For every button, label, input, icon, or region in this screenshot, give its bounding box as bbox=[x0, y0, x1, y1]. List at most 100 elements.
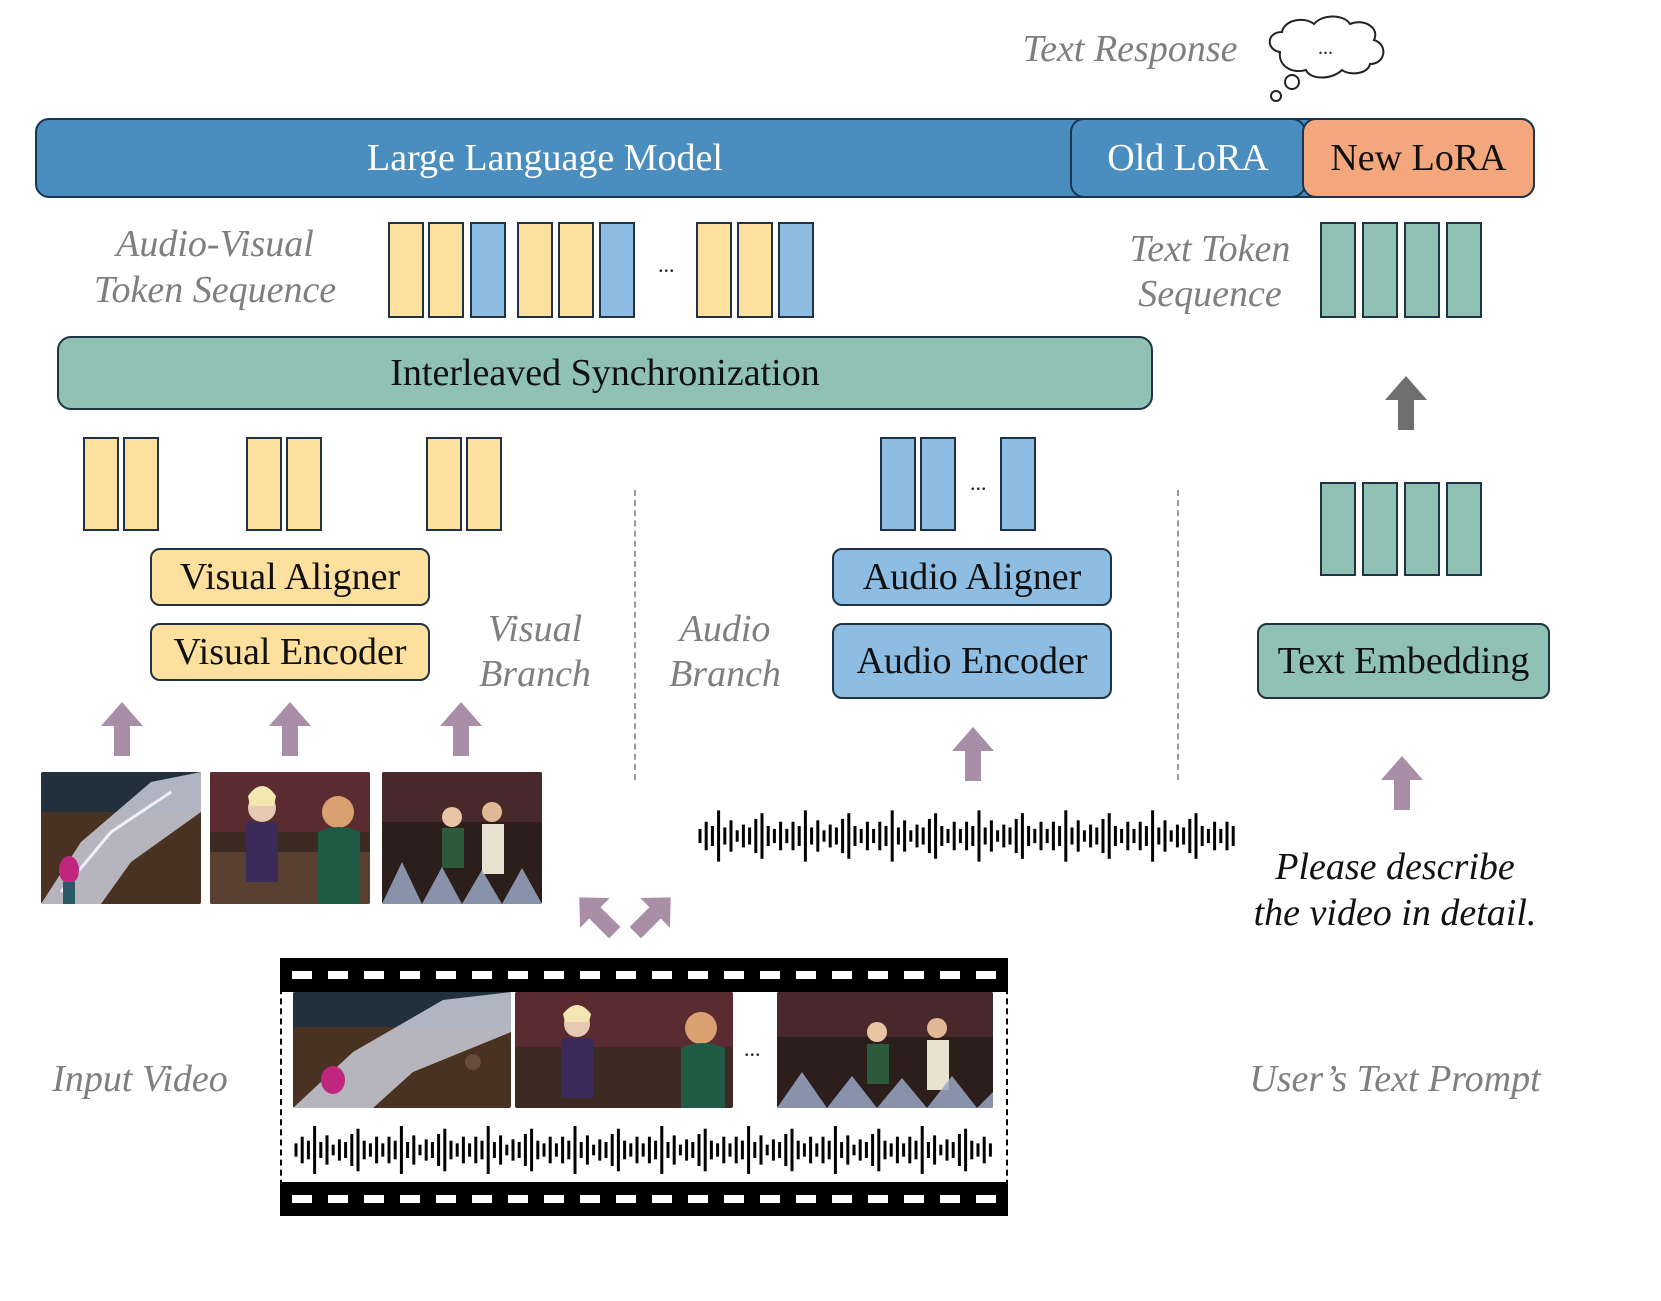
film-sprocket-hole bbox=[472, 971, 492, 979]
diagonal-arrow-icon bbox=[579, 897, 621, 939]
film-sprocket-hole bbox=[868, 971, 888, 979]
audio-token bbox=[599, 222, 635, 318]
film-audio-waveform bbox=[294, 1126, 992, 1174]
film-sprocket-hole bbox=[832, 971, 852, 979]
video-frame-image bbox=[382, 772, 542, 904]
film-sprocket-hole bbox=[760, 971, 780, 979]
audio-aligner-label: Audio Aligner bbox=[862, 556, 1082, 598]
visual-frame-token bbox=[83, 437, 119, 531]
film-sprocket-hole bbox=[796, 971, 816, 979]
text-embed-token bbox=[1320, 482, 1356, 576]
thought-ellipsis: ... bbox=[1318, 37, 1333, 59]
thought-cloud-icon: ... bbox=[1268, 15, 1385, 102]
visual-token bbox=[737, 222, 773, 318]
audio-branch-label-line2: Branch bbox=[669, 653, 781, 695]
input-video-label: Input Video bbox=[52, 1058, 228, 1100]
up-arrow-icon bbox=[269, 702, 311, 756]
visual-branch-label-line2: Branch bbox=[479, 653, 591, 695]
new-lora-label: New LoRA bbox=[1330, 137, 1507, 179]
film-sprocket-hole bbox=[292, 1195, 312, 1203]
prompt-text-line2: the video in detail. bbox=[1253, 892, 1537, 934]
visual-token bbox=[388, 222, 424, 318]
visual-token bbox=[696, 222, 732, 318]
audio-encoder-box: Audio Encoder bbox=[832, 623, 1112, 699]
film-frame-image bbox=[515, 992, 733, 1108]
text-token-label-line1: Text Token bbox=[1129, 228, 1291, 270]
film-sprocket-hole bbox=[580, 971, 600, 979]
audio-token bbox=[470, 222, 506, 318]
audio-token-ellipsis: ... bbox=[970, 470, 987, 495]
llm-label: Large Language Model bbox=[367, 137, 723, 179]
av-token-label-line2: Token Sequence bbox=[93, 269, 337, 311]
film-sprocket-hole bbox=[472, 1195, 492, 1203]
audio-frame-token bbox=[880, 437, 916, 531]
audio-encoder-label: Audio Encoder bbox=[856, 640, 1088, 682]
text-embedding-label: Text Embedding bbox=[1277, 640, 1530, 682]
visual-aligner-label: Visual Aligner bbox=[179, 556, 401, 598]
film-top-border bbox=[280, 958, 1008, 992]
visual-frame-token bbox=[123, 437, 159, 531]
text-token bbox=[1404, 222, 1440, 318]
film-sprocket-hole bbox=[328, 1195, 348, 1203]
visual-aligner-box: Visual Aligner bbox=[150, 548, 430, 606]
text-token bbox=[1362, 222, 1398, 318]
film-sprocket-hole bbox=[796, 1195, 816, 1203]
visual-frame-token bbox=[246, 437, 282, 531]
film-sprocket-hole bbox=[400, 971, 420, 979]
text-embedding-box: Text Embedding bbox=[1257, 623, 1550, 699]
visual-branch-label-line1: Visual bbox=[487, 608, 583, 650]
film-sprocket-hole bbox=[652, 1195, 672, 1203]
film-sprocket-hole bbox=[292, 971, 312, 979]
film-sprocket-hole bbox=[580, 1195, 600, 1203]
film-sprocket-hole bbox=[544, 1195, 564, 1203]
film-sprocket-hole bbox=[688, 1195, 708, 1203]
text-token-label-line2: Sequence bbox=[1138, 273, 1282, 315]
film-sprocket-hole bbox=[940, 971, 960, 979]
audio-frame-token bbox=[920, 437, 956, 531]
visual-token bbox=[558, 222, 594, 318]
text-response-label: Text Response bbox=[1022, 28, 1238, 70]
film-sprocket-hole bbox=[616, 1195, 636, 1203]
film-sprocket-hole bbox=[328, 971, 348, 979]
film-sprocket-hole bbox=[400, 1195, 420, 1203]
audio-frame-token bbox=[1000, 437, 1036, 531]
film-sprocket-hole bbox=[724, 971, 744, 979]
branch-divider bbox=[1177, 490, 1179, 780]
film-sprocket-hole bbox=[652, 971, 672, 979]
film-sprocket-hole bbox=[364, 971, 384, 979]
film-sprocket-hole bbox=[436, 1195, 456, 1203]
visual-token bbox=[517, 222, 553, 318]
audio-aligner-box: Audio Aligner bbox=[832, 548, 1112, 606]
film-sprocket-hole bbox=[832, 1195, 852, 1203]
video-frame-image bbox=[41, 772, 201, 904]
up-arrow-icon bbox=[952, 727, 994, 781]
prompt-text-line1: Please describe bbox=[1275, 846, 1515, 888]
audio-token bbox=[778, 222, 814, 318]
film-sprocket-hole bbox=[544, 971, 564, 979]
visual-frame-token bbox=[286, 437, 322, 531]
old-lora-box: Old LoRA bbox=[1070, 118, 1306, 198]
interleaved-sync-box: Interleaved Synchronization bbox=[57, 336, 1153, 410]
old-lora-label: Old LoRA bbox=[1107, 137, 1269, 179]
text-token bbox=[1320, 222, 1356, 318]
film-sprocket-hole bbox=[508, 971, 528, 979]
film-sprocket-hole bbox=[364, 1195, 384, 1203]
film-sprocket-hole bbox=[724, 1195, 744, 1203]
up-arrow-icon bbox=[101, 702, 143, 756]
diagonal-arrow-icon bbox=[629, 897, 671, 939]
film-sprocket-hole bbox=[904, 971, 924, 979]
film-strip: ... bbox=[280, 958, 1008, 1216]
film-frame-image bbox=[293, 992, 511, 1108]
film-ellipsis: ... bbox=[744, 1036, 761, 1061]
av-token-label-line1: Audio-Visual bbox=[116, 223, 314, 265]
text-embed-token bbox=[1446, 482, 1482, 576]
film-sprocket-hole bbox=[436, 971, 456, 979]
text-embed-token bbox=[1404, 482, 1440, 576]
film-sprocket-hole bbox=[688, 971, 708, 979]
text-token bbox=[1446, 222, 1482, 318]
visual-token bbox=[428, 222, 464, 318]
interleaved-sync-label: Interleaved Synchronization bbox=[390, 352, 820, 394]
film-sprocket-hole bbox=[616, 971, 636, 979]
video-frame-image bbox=[210, 772, 370, 904]
